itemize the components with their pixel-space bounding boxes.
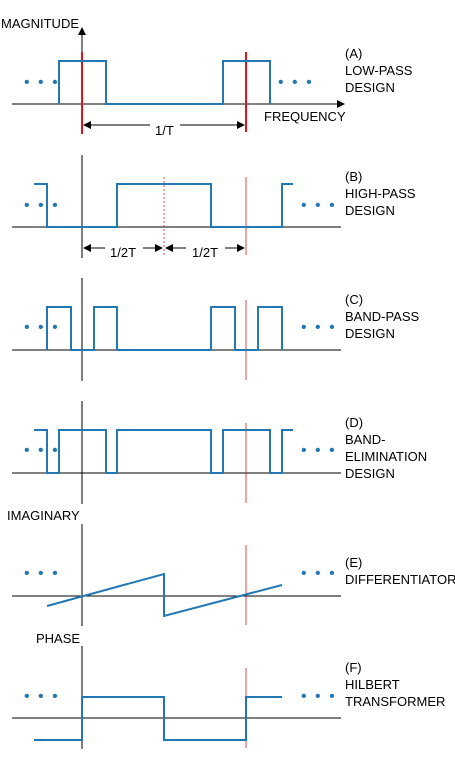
panel-e: • • • • • • IMAGINARY bbox=[7, 508, 341, 626]
a-dots-right: • • • bbox=[278, 74, 314, 91]
caption-e-line-1: DIFFERENTIATOR bbox=[345, 572, 455, 587]
caption-f: (F) HILBERT TRANSFORMER bbox=[345, 660, 445, 709]
caption-f-tag: (F) bbox=[345, 660, 362, 675]
c-dots-left: • • • bbox=[24, 319, 60, 336]
caption-d: (D) BAND- ELIMINATION DESIGN bbox=[345, 415, 427, 481]
b-dim-label-left: 1/2T bbox=[110, 245, 136, 260]
caption-b-line-1: HIGH-PASS bbox=[345, 186, 416, 201]
e-dots-left: • • • bbox=[24, 565, 60, 582]
d-dots-right: • • • bbox=[301, 442, 337, 459]
b-dots-left: • • • bbox=[24, 197, 60, 214]
caption-b: (B) HIGH-PASS DESIGN bbox=[345, 169, 416, 218]
caption-d-line-3: DESIGN bbox=[345, 466, 395, 481]
phase-label: PHASE bbox=[36, 631, 80, 646]
panel-c: • • • • • • bbox=[12, 278, 341, 381]
f-dots-right: • • • bbox=[301, 688, 337, 705]
caption-a-line-2: DESIGN bbox=[345, 80, 395, 95]
panel-a: • • • • • • MAGNITUDE FREQUENCY 1/T bbox=[1, 16, 346, 138]
caption-d-tag: (D) bbox=[345, 415, 363, 430]
a-dim-label: 1/T bbox=[155, 123, 174, 138]
d-dots-left: • • • bbox=[24, 442, 60, 459]
caption-c-tag: (C) bbox=[345, 292, 363, 307]
a-dots-left: • • • bbox=[24, 74, 60, 91]
b-dim-label-right: 1/2T bbox=[192, 245, 218, 260]
imaginary-label: IMAGINARY bbox=[7, 508, 80, 523]
caption-a: (A) LOW-PASS DESIGN bbox=[345, 46, 413, 95]
caption-c-line-2: DESIGN bbox=[345, 326, 395, 341]
e-dots-right: • • • bbox=[301, 565, 337, 582]
d-signal bbox=[34, 429, 293, 474]
panel-b: • • • • • • 1/2T 1/2T bbox=[12, 155, 341, 260]
panel-f: • • • • • • PHASE bbox=[12, 631, 341, 749]
c-dots-right: • • • bbox=[301, 319, 337, 336]
caption-d-line-2: ELIMINATION bbox=[345, 449, 427, 464]
caption-e-tag: (E) bbox=[345, 555, 362, 570]
caption-a-line-1: LOW-PASS bbox=[345, 63, 413, 78]
caption-c-line-1: BAND-PASS bbox=[345, 309, 419, 324]
caption-b-line-2: DESIGN bbox=[345, 203, 395, 218]
frequency-label: FREQUENCY bbox=[264, 109, 346, 124]
caption-a-tag: (A) bbox=[345, 46, 362, 61]
caption-e: (E) DIFFERENTIATOR bbox=[345, 555, 455, 587]
c-signal bbox=[46, 306, 283, 351]
caption-f-line-1: HILBERT bbox=[345, 677, 400, 692]
f-dots-left: • • • bbox=[24, 688, 60, 705]
caption-f-line-2: TRANSFORMER bbox=[345, 694, 445, 709]
a-signal bbox=[58, 60, 271, 105]
b-signal bbox=[34, 183, 293, 228]
e-signal bbox=[46, 572, 283, 618]
f-signal bbox=[34, 696, 282, 741]
magnitude-label: MAGNITUDE bbox=[1, 16, 79, 31]
caption-c: (C) BAND-PASS DESIGN bbox=[345, 292, 419, 341]
b-dots-right: • • • bbox=[301, 197, 337, 214]
caption-b-tag: (B) bbox=[345, 169, 362, 184]
panel-d: • • • • • • bbox=[12, 401, 341, 504]
caption-d-line-1: BAND- bbox=[345, 432, 385, 447]
